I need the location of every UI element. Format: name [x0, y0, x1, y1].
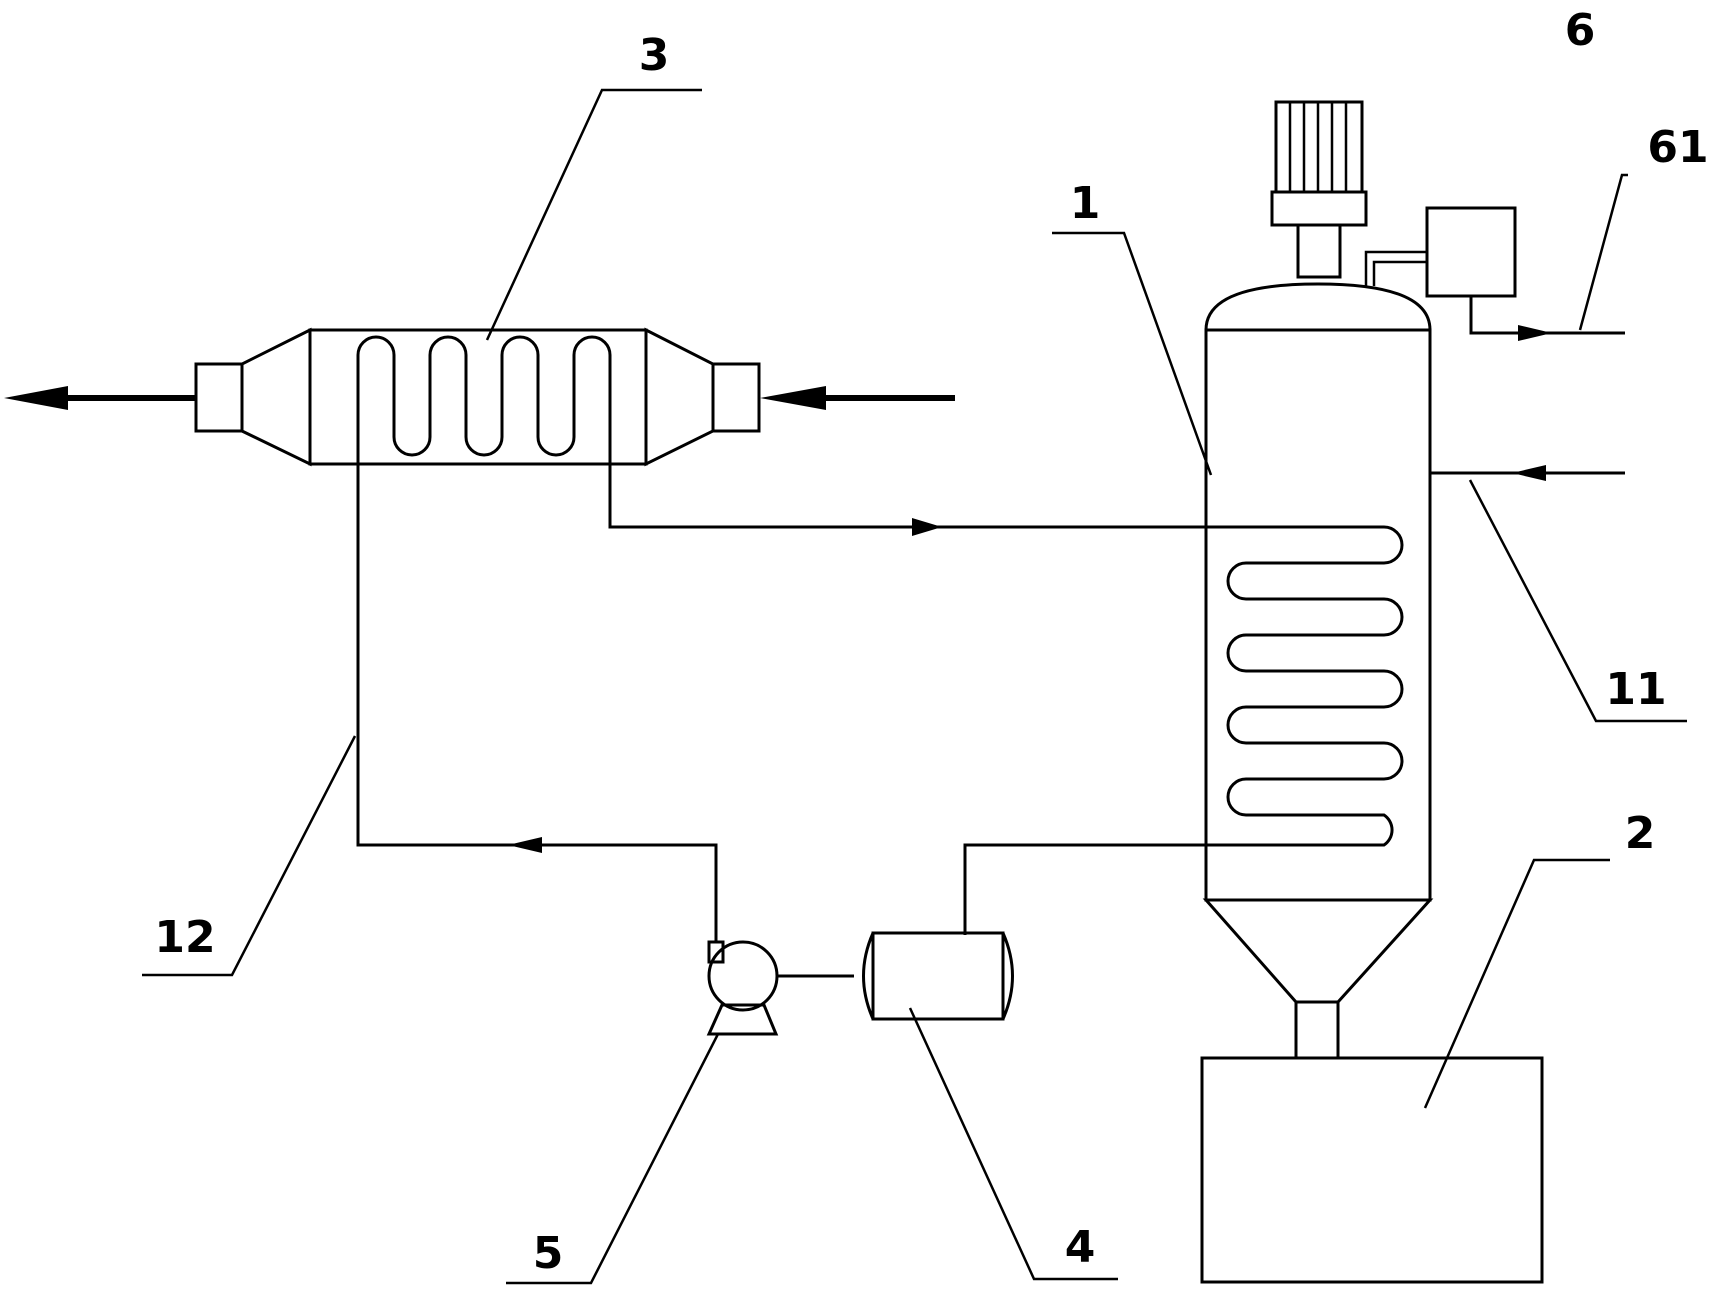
leader-lines — [142, 88, 1687, 1285]
label-3: 3 — [639, 30, 670, 81]
heat-exchanger-right-nozzle — [711, 362, 761, 433]
device-6-line-outer — [1364, 250, 1427, 286]
motor-shaft-housing — [1296, 223, 1342, 279]
motor — [1270, 100, 1368, 279]
label-61: 61 — [1647, 122, 1708, 173]
receiver-tank — [862, 931, 1014, 1021]
label-12: 12 — [154, 912, 215, 963]
label-4: 4 — [1065, 1222, 1096, 1273]
return-flow-arrow — [508, 837, 542, 853]
heat-exchanger — [194, 327, 761, 467]
label-1: 1 — [1070, 178, 1101, 229]
reactor-internal-coil — [608, 464, 1404, 935]
device-6-outlet-arrow — [1518, 325, 1552, 341]
reactor-bottom-cone — [1202, 898, 1434, 1004]
inlet-arrow — [760, 386, 955, 410]
label-6: 6 — [1565, 5, 1596, 56]
label-2: 2 — [1625, 808, 1656, 859]
reactor-outlet-neck — [1294, 1000, 1340, 1060]
pump-return-line — [356, 464, 718, 942]
heat-exchanger-shell — [308, 328, 648, 466]
pump — [356, 464, 854, 1036]
label-5: 5 — [533, 1228, 564, 1279]
heat-exchanger-coil — [356, 335, 612, 464]
collection-tank — [1200, 1056, 1544, 1284]
motor-base — [1270, 190, 1368, 227]
outlet-arrow — [4, 386, 196, 410]
device-6 — [1364, 206, 1625, 341]
reactor-vessel — [608, 282, 1434, 1060]
reactor-top-head — [1204, 282, 1432, 331]
device-6-line-inner — [1372, 260, 1427, 286]
heat-exchanger-left-nozzle — [194, 362, 244, 433]
device-6-outlet-line — [1469, 296, 1625, 335]
device-6-box — [1425, 206, 1517, 298]
label-11: 11 — [1605, 664, 1666, 715]
reactor-side-inlet — [1430, 465, 1625, 481]
heat-exchanger-right-cone — [644, 327, 715, 467]
labels: 3 1 6 61 11 2 12 4 5 — [154, 5, 1708, 1279]
heat-exchanger-left-cone — [240, 327, 312, 467]
flow-arrow-to-reactor — [912, 518, 942, 536]
